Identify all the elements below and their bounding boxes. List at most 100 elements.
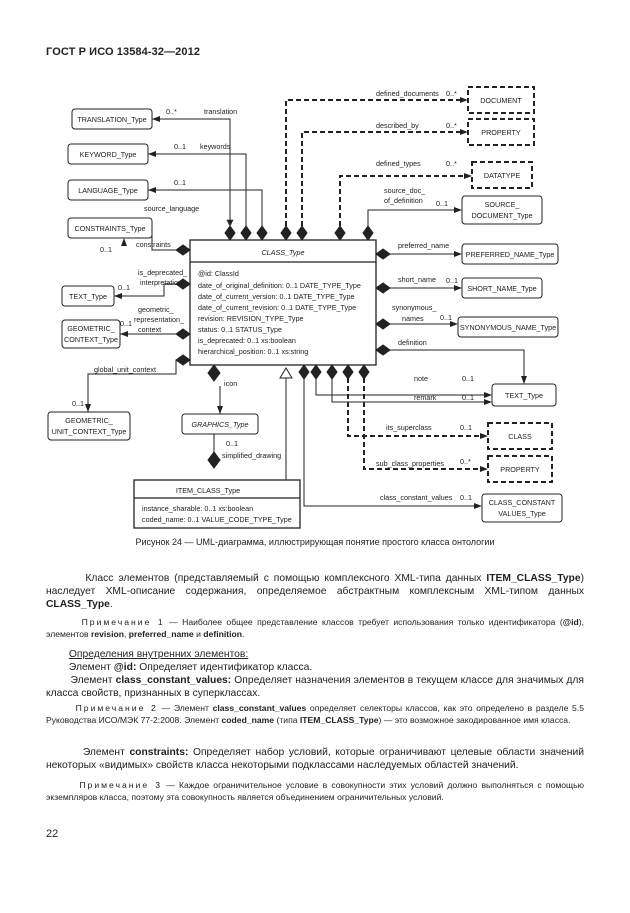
label-remark: remark xyxy=(414,393,437,402)
mult: 0..1 xyxy=(174,178,186,187)
language-type-label: LANGUAGE_Type xyxy=(78,186,138,195)
class-attr: @id: ClassId xyxy=(198,269,239,278)
label-described-by: described_by xyxy=(376,121,419,130)
geometric-context-label-1: GEOMETRIC_ xyxy=(67,324,116,333)
item-class-attr: instance_sharable: 0..1 xs:boolean xyxy=(142,504,253,513)
note-1: Примечание 1 — Наиболее общее представле… xyxy=(46,617,584,639)
paragraph-item-class: Класс элементов (представляемый с помощь… xyxy=(46,573,584,610)
label-synonymous-2: names xyxy=(402,314,424,323)
property-top-label: PROPERTY xyxy=(481,128,521,137)
class-attr: status: 0..1 STATUS_Type xyxy=(198,325,282,334)
label-definition: definition xyxy=(398,338,427,347)
label-defined-documents: defined_documents xyxy=(376,89,439,98)
mult: 0..1 xyxy=(440,313,452,322)
geometric-unit-label-2: UNIT_CONTEXT_Type xyxy=(52,427,127,436)
label-global-unit-context: global_unit_context xyxy=(94,365,156,374)
datatype-box xyxy=(471,161,533,189)
note-3: Примечание 3 — Каждое ограничительное ус… xyxy=(46,780,584,802)
page-number: 22 xyxy=(46,828,59,840)
class-attr: hierarchical_position: 0..1 xs:string xyxy=(198,347,308,356)
class-attr: date_of_original_definition: 0..1 DATE_T… xyxy=(198,281,361,290)
mult: 0..* xyxy=(446,89,457,98)
definitions-block: Определения внутренних элементов: Элемен… xyxy=(46,649,584,699)
label-geometric-rep-2: representation_ xyxy=(134,315,185,324)
label-short-name: short_name xyxy=(398,275,436,284)
mult: 0..* xyxy=(166,107,177,116)
geometric-context-label-2: CONTEXT_Type xyxy=(64,335,118,344)
label-defined-types: defined_types xyxy=(376,159,421,168)
item-class-attr: coded_name: 0..1 VALUE_CODE_TYPE_Type xyxy=(142,515,292,524)
mult: 0..1 xyxy=(120,319,132,328)
figure-caption: Рисунок 24 — UML-диаграмма, иллюстрирующ… xyxy=(135,537,495,547)
mult: 0..1 xyxy=(462,374,474,383)
class-constant-values-type-box xyxy=(481,493,563,523)
label-geometric-rep-1: geometric_ xyxy=(138,305,175,314)
class-constant-label-1: CLASS_CONSTANT xyxy=(489,498,556,507)
uml-diagram: TRANSLATION_Type KEYWORD_Type LANGUAGE_T… xyxy=(47,86,563,529)
preferred-name-type-label: PREFERRED_NAME_Type xyxy=(466,250,555,259)
class-attr: is_deprecated: 0..1 xs:boolean xyxy=(198,336,296,345)
short-name-type-label: SHORT_NAME_Type xyxy=(467,284,536,293)
property-bottom-label: PROPERTY xyxy=(500,465,540,474)
keyword-type-label: KEYWORD_Type xyxy=(80,150,137,159)
synonymous-name-type-box xyxy=(457,316,559,338)
label-sub-class-properties: sub_class_properties xyxy=(376,459,444,468)
mult: 0..1 xyxy=(100,245,112,254)
note-2: Примечание 2 — Элемент class_constant_va… xyxy=(46,703,584,725)
class-box xyxy=(487,422,553,450)
mult: 0..* xyxy=(446,159,457,168)
label-note: note xyxy=(414,374,428,383)
label-simplified-drawing: simplified_drawing xyxy=(222,451,281,460)
item-class-type-box xyxy=(133,479,301,529)
label-source-doc-1: source_doc_ xyxy=(384,186,426,195)
mult: 0..1 xyxy=(460,423,472,432)
class-attr: revision: REVISION_TYPE_Type xyxy=(198,314,303,323)
label-icon: icon xyxy=(224,379,237,388)
paragraph-constraints: Элемент constraints: Определяет набор ус… xyxy=(46,747,584,771)
mult: 0..1 xyxy=(72,399,84,408)
definitions-heading: Определения внутренних элементов: xyxy=(68,649,249,660)
label-is-deprecated-1: is_deprecated_ xyxy=(138,268,188,277)
label-translation: translation xyxy=(204,107,237,116)
mult: 0..* xyxy=(460,457,471,466)
mult: 0..1 xyxy=(436,199,448,208)
geometric-unit-context-box xyxy=(47,411,131,441)
label-geometric-rep-3: context xyxy=(138,325,161,334)
document-label: DOCUMENT xyxy=(480,96,522,105)
source-document-label-1: SOURCE_ xyxy=(485,200,521,209)
mult: 0..* xyxy=(446,121,457,130)
mult: 0..1 xyxy=(460,493,472,502)
label-keywords: keywords xyxy=(200,142,231,151)
mult: 0..1 xyxy=(226,439,238,448)
text-type-right-label: TEXT_Type xyxy=(505,391,543,400)
class-type-title: CLASS_Type xyxy=(261,248,304,257)
label-its-superclass: its_superclass xyxy=(386,423,432,432)
class-type-box xyxy=(189,239,377,366)
mult: 0..1 xyxy=(118,283,130,292)
class-label: CLASS xyxy=(508,432,532,441)
label-source-language: source_language xyxy=(144,204,199,213)
constraints-type-label: CONSTRAINTS_Type xyxy=(74,224,145,233)
item-class-title: ITEM_CLASS_Type xyxy=(176,486,240,495)
class-attr: date_of_current_revision: 0..1 DATE_TYPE… xyxy=(198,303,356,312)
source-document-label-2: DOCUMENT_Type xyxy=(471,211,532,220)
class-attr: date_of_current_version: 0..1 DATE_TYPE_… xyxy=(198,292,354,301)
mult: 0..1 xyxy=(446,276,458,285)
geometric-unit-label-1: GEOMETRIC_ xyxy=(65,416,114,425)
mult: 0..1 xyxy=(462,393,474,402)
standard-header: ГОСТ Р ИСО 13584-32—2012 xyxy=(46,46,201,58)
class-constant-label-2: VALUES_Type xyxy=(498,509,545,518)
synonymous-name-type-label: SYNONYMOUS_NAME_Type xyxy=(460,323,556,332)
graphics-type-label: GRAPHICS_Type xyxy=(192,420,249,429)
property-bottom-box xyxy=(487,455,553,483)
label-constraints: constraints xyxy=(136,240,171,249)
label-synonymous-1: synonymous_ xyxy=(392,303,437,312)
label-class-constant-values: class_constant_values xyxy=(380,493,453,502)
translation-type-label: TRANSLATION_Type xyxy=(77,115,146,124)
datatype-label: DATATYPE xyxy=(484,171,521,180)
label-is-deprecated-2: interpretation xyxy=(140,278,182,287)
text-type-left-label: TEXT_Type xyxy=(69,292,107,301)
label-preferred-name: preferred_name xyxy=(398,241,449,250)
mult: 0..1 xyxy=(174,142,186,151)
label-source-doc-2: of_definition xyxy=(384,196,423,205)
